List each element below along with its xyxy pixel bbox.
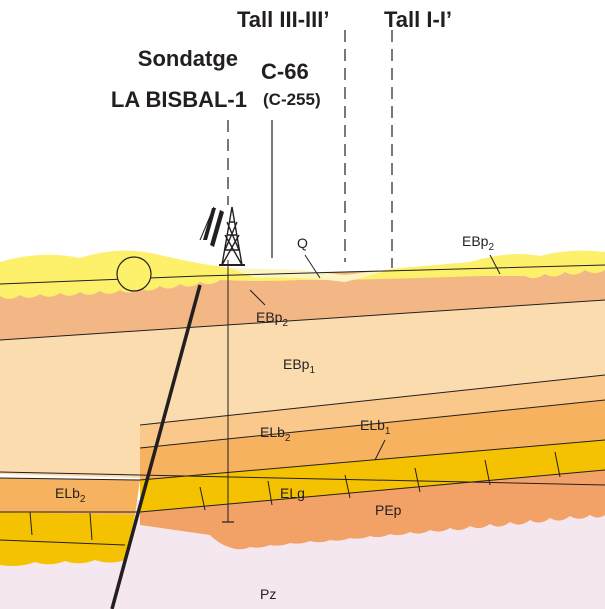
borehole-name-line1: Sondatge [138,46,238,71]
unit-label-pz: Pz [260,586,276,602]
unit-label-ebp2-right: EBp2 [462,233,494,253]
reference-lines [271,30,393,268]
unit-label-elg: ELg [280,485,305,501]
borehole-rig [199,120,245,523]
left-elg-layer [0,512,135,566]
fault-line [110,284,202,609]
unit-label-ebp2: EBp2 [256,309,288,329]
unit-label-ebp1: EBp1 [283,356,315,376]
well-name: C-66 [261,59,309,84]
unit-label-elb2-left: ELb2 [55,485,86,505]
unit-label-pep: PEp [375,502,402,518]
left-elb2-layer [0,478,140,515]
borehole-name-line2: LA BISBAL-1 [111,87,247,112]
section-3-label: Tall III-III’ [237,7,330,32]
ebp1-layer [0,300,605,478]
elb2-layer [140,375,605,448]
unit-label-q: Q [297,235,308,251]
unit-label-elb1: ELb1 [360,417,391,437]
quaternary-pale [230,268,390,282]
quaternary-circle [116,256,152,292]
pep-layer [140,470,605,550]
bed-boundaries [0,254,605,546]
section-1-label: Tall I-I’ [384,7,452,32]
unit-label-elb2: ELb2 [260,424,291,444]
well-alt-name: (C-255) [263,90,321,109]
elg-layer [140,440,605,512]
elb1-layer [140,400,605,480]
